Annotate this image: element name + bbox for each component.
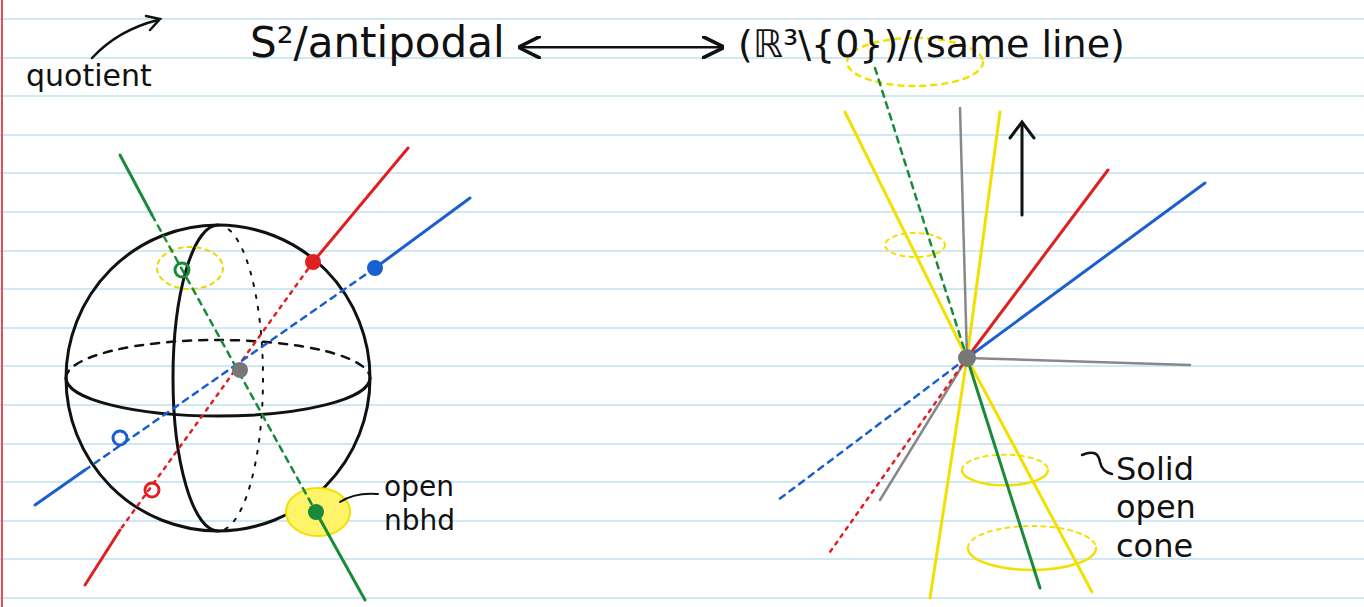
expression-text: (ℝ³\{0})/(same line) <box>738 22 1125 66</box>
callout-label: open nbhd <box>384 470 524 537</box>
quotient-expression: (ℝ³\{0})/(same line) <box>732 18 1131 70</box>
note-label: quotient <box>26 58 152 94</box>
expression-text: S²/antipodal <box>250 18 505 67</box>
callout-label: Solid open cone <box>1116 450 1266 565</box>
quotient-expression: S²/antipodal <box>244 14 511 71</box>
correspondence-arrow <box>521 46 722 49</box>
